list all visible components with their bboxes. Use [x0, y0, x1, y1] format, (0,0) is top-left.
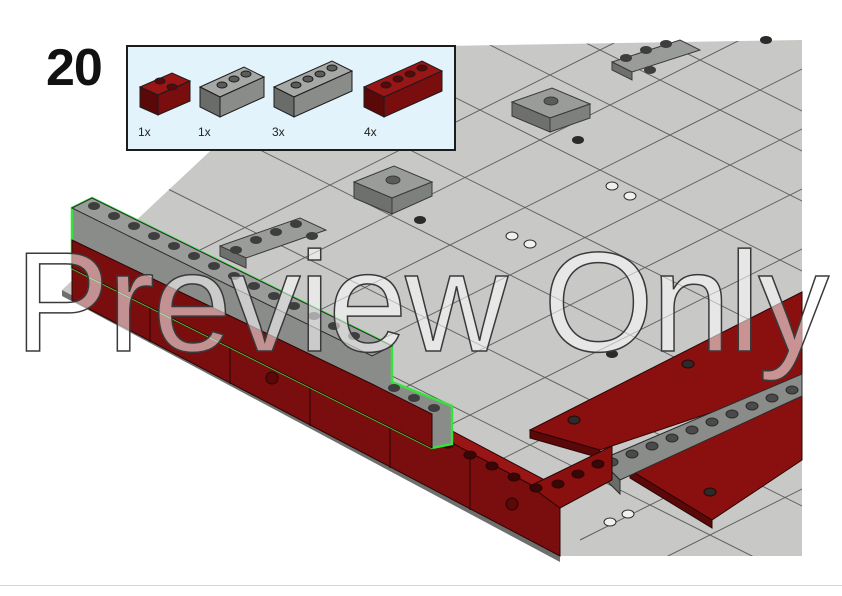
part-gray-brick-1x3: [198, 66, 266, 118]
plate-studs: [414, 36, 772, 527]
part-qty-gray-1x4: 3x: [272, 125, 285, 139]
gray-tiles: [218, 39, 702, 269]
step-number: 20: [46, 39, 103, 97]
part-dark-red-brick-1x4: [362, 60, 444, 118]
part-dark-red-brick-1x2: [138, 72, 192, 116]
part-qty-dark-red-1x4: 4x: [364, 125, 377, 139]
preview-watermark: Preview Only: [14, 223, 830, 382]
page-divider: [0, 585, 842, 586]
highlighted-new-bricks: [70, 40, 672, 450]
part-gray-brick-1x4: [272, 60, 354, 118]
dark-red-plates: [528, 291, 803, 529]
part-qty-gray-1x3: 1x: [198, 125, 211, 139]
parts-illustrations: [138, 60, 444, 118]
part-qty-dark-red-1x2: 1x: [138, 125, 151, 139]
parts-list: 1x 1x 3x 4x: [126, 45, 456, 151]
